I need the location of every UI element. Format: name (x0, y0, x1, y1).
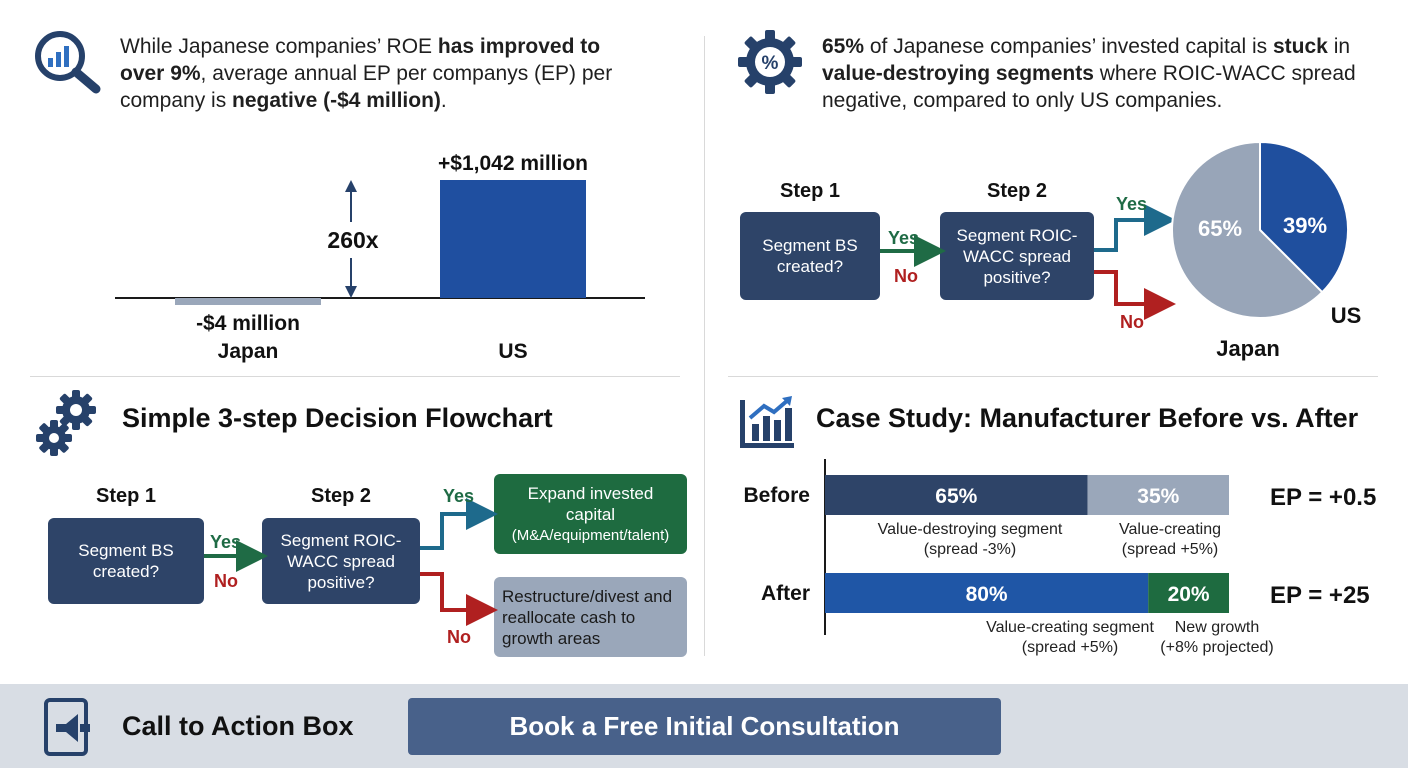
roic-bold-3: value-destroying segments (822, 62, 1094, 85)
ep-description: While Japanese companies’ ROE has improv… (120, 33, 650, 114)
case-caption-after-2: New growth(+8% projected) (1160, 619, 1273, 656)
divider-right (728, 376, 1378, 377)
pie-category-label-us: US (1331, 303, 1362, 328)
magnifier-chart-icon (35, 31, 101, 94)
roic-text-3: where ROIC-WACC spread negative, compare… (822, 62, 1356, 112)
case-study-bar-chart: Before 65% 35% Value-destroying segment(spr… (743, 459, 1376, 656)
roic-box-segment-bs: Segment BS created? (740, 212, 880, 300)
roic-text-2: in (1327, 35, 1351, 58)
pie-slice-japan (1171, 140, 1324, 319)
roic-bold-1: 65% (822, 35, 865, 58)
roic-arrows (880, 204, 1176, 320)
ep-data-label-us: +$1,042 million (438, 152, 588, 175)
case-data-label-before-2: 35% (1137, 485, 1179, 508)
flow-no-2: No (447, 627, 471, 647)
ep-bar-japan (175, 298, 321, 305)
flow-box-restructure: Restructure/divest and reallocate cash t… (494, 577, 687, 657)
case-caption-before-2: Value-creating(spread +5%) (1119, 521, 1221, 558)
case-ep-label-after: EP = +25 (1270, 582, 1370, 609)
ep-bar-us (440, 180, 586, 298)
pie-slice-us (1259, 140, 1349, 294)
roic-bold-2: stuck (1273, 35, 1328, 58)
expand-capital-sub: (M&A/equipment/talent) (511, 526, 670, 544)
ep-bold-1: has improved to over 9% (120, 35, 601, 85)
flow-step1-label: Step 1 (95, 485, 157, 507)
ep-data-label-japan: -$4 million (196, 312, 300, 335)
percent-gear-icon: % (738, 30, 802, 94)
case-caption-before-1: Value-destroying segment(spread -3%) (878, 521, 1063, 558)
divider-left (30, 376, 680, 377)
case-category-after: After (761, 582, 810, 605)
gears-icon (36, 390, 96, 456)
case-ep-label-before: EP = +0.5 (1270, 484, 1376, 511)
divider-vertical (704, 36, 705, 656)
roic-description: 65% of Japanese companies’ invested capi… (822, 33, 1382, 114)
roic-text-1: of Japanese companies’ invested capital … (864, 35, 1273, 58)
case-category-before: Before (743, 484, 810, 507)
case-data-label-after-1: 80% (966, 583, 1008, 606)
flow-no-1: No (214, 571, 238, 591)
capital-pie-chart: 65% 39% Japan US (1171, 140, 1362, 361)
flow-box-spread-positive: Segment ROIC-WACC spread positive? (262, 518, 420, 604)
flow-step2-label: Step 2 (310, 485, 372, 507)
tablet-megaphone-icon (44, 698, 90, 756)
flow-arrows (204, 498, 498, 626)
bar-chart-trend-icon (740, 396, 794, 448)
pie-data-label-us: 39% (1283, 213, 1327, 238)
ep-category-label-us: US (498, 340, 527, 363)
case-caption-after-1: Value-creating segment(spread +5%) (986, 619, 1154, 656)
cta-title: Call to Action Box (122, 711, 354, 741)
roic-step1-label: Step 1 (779, 180, 841, 202)
flow-yes-1: Yes (210, 532, 242, 552)
roic-yes-2: Yes (1116, 194, 1148, 214)
roic-box-spread-positive: Segment ROIC-WACC spread positive? (940, 212, 1094, 300)
pie-category-label-japan: Japan (1216, 336, 1280, 361)
svg-text:%: % (762, 53, 779, 74)
case-bar-after-2 (1148, 573, 1229, 613)
case-bar-after-1 (825, 573, 1149, 613)
book-consultation-button[interactable]: Book a Free Initial Consultation (408, 698, 1001, 755)
ep-text-2: , average annual EP per companys (EP) pe… (120, 62, 613, 112)
expand-capital-text: Expand invested capital (527, 483, 654, 524)
ep-multiplier-label: 260x (327, 227, 378, 253)
flow-box-segment-bs: Segment BS created? (48, 518, 204, 604)
ep-bold-2: negative (-$4 million) (232, 89, 441, 112)
case-study-title: Case Study: Manufacturer Before vs. Afte… (816, 403, 1359, 433)
case-data-label-before-1: 65% (935, 485, 977, 508)
roic-yes-1: Yes (888, 228, 920, 248)
ep-text-1: While Japanese companies’ ROE (120, 35, 438, 58)
ep-arrowhead-up (345, 180, 357, 192)
roic-no-2: No (1120, 312, 1144, 332)
flowchart-title: Simple 3-step Decision Flowchart (122, 403, 553, 433)
ep-text-3: . (440, 89, 447, 112)
ep-category-label-japan: Japan (218, 340, 279, 363)
case-data-label-after-2: 20% (1168, 583, 1210, 606)
roic-step2-label: Step 2 (986, 180, 1048, 202)
roic-no-1: No (894, 266, 918, 286)
flow-yes-2: Yes (443, 486, 475, 506)
case-bar-before-2 (1087, 475, 1229, 515)
pie-data-label-japan: 65% (1198, 216, 1242, 241)
case-bar-before-1 (825, 475, 1088, 515)
ep-arrowhead-down (345, 286, 357, 298)
flow-box-expand-capital: Expand invested capital (M&A/equipment/t… (494, 474, 687, 554)
